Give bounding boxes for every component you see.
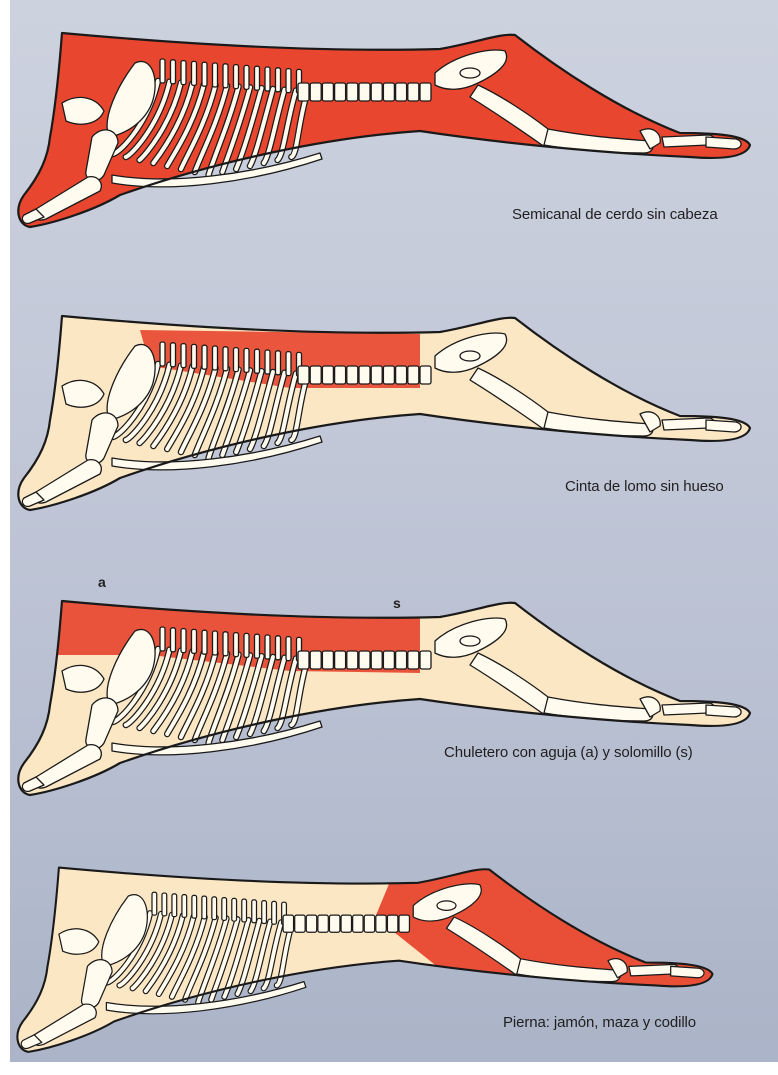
lumbar-vertebrae	[298, 366, 431, 384]
panel-loin-strip: Cinta de lomo sin hueso	[0, 308, 778, 548]
toe-bones	[671, 966, 704, 977]
leg-highlight	[375, 860, 741, 1012]
highlight-region	[375, 860, 741, 1012]
loin-strip-illustration	[0, 308, 778, 548]
panel-half-carcass: Semicanal de cerdo sin cabeza	[0, 25, 778, 265]
panel-chop-rack: a s Chuletero con aguja (a) y solomillo …	[0, 593, 778, 833]
half-carcass-illustration	[0, 25, 778, 265]
toe-bones	[706, 420, 741, 432]
carcass	[18, 33, 750, 227]
hip-joint	[460, 636, 480, 646]
toe-bones	[706, 137, 741, 149]
caption-half-carcass: Semicanal de cerdo sin cabeza	[512, 206, 718, 223]
hip-joint	[437, 901, 456, 911]
caption-chop-rack: Chuletero con aguja (a) y solomillo (s)	[444, 744, 693, 761]
marker-aguja: a	[98, 574, 106, 590]
lumbar-vertebrae	[283, 915, 409, 932]
lumbar-vertebrae	[298, 651, 431, 669]
carcass	[18, 593, 750, 795]
lumbar-vertebrae	[298, 83, 431, 101]
caption-leg: Pierna: jamón, maza y codillo	[503, 1014, 696, 1031]
caption-loin-strip: Cinta de lomo sin hueso	[565, 478, 724, 495]
panel-leg: Pierna: jamón, maza y codillo	[0, 860, 778, 1060]
hip-joint	[460, 351, 480, 361]
marker-solomillo: s	[393, 595, 401, 611]
hip-joint	[460, 68, 480, 78]
chop-rack-illustration	[0, 593, 778, 833]
toe-bones	[706, 705, 741, 717]
